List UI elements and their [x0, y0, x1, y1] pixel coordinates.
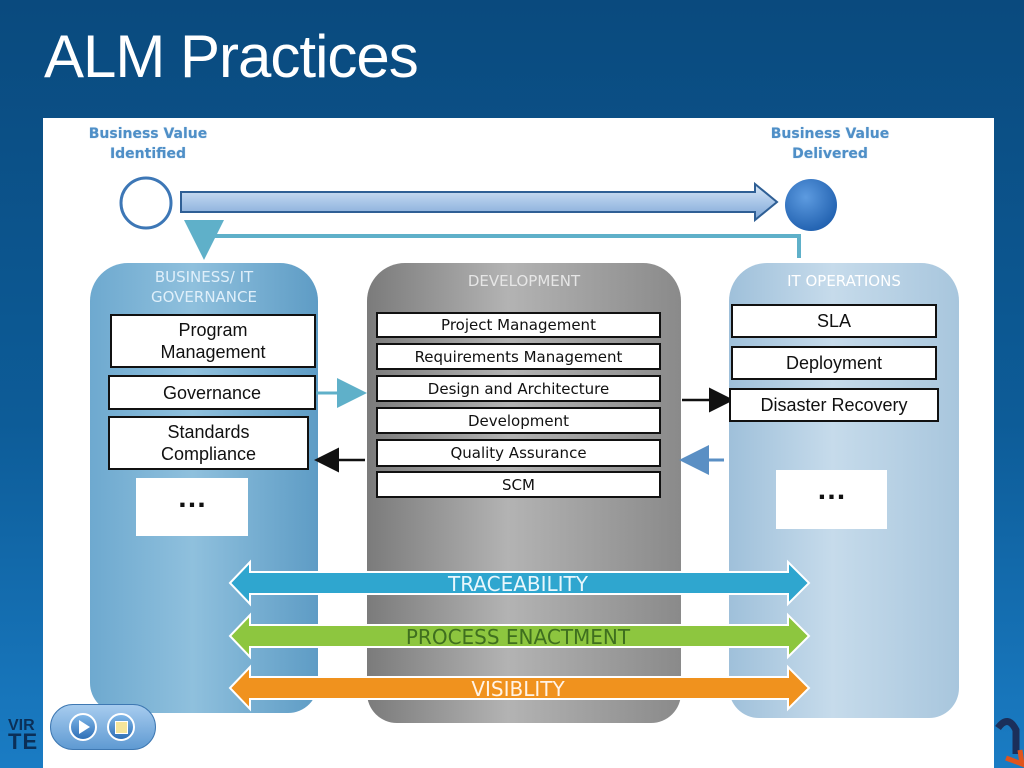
diagram-graphics — [119, 176, 837, 712]
ops-item-sla: SLA — [731, 304, 937, 338]
operations-title: IT OPERATIONS — [787, 272, 901, 290]
band-label-process-enactment: PROCESS ENACTMENT — [405, 625, 631, 649]
dev-item-development: Development — [376, 407, 661, 434]
traceability-band — [228, 559, 811, 607]
governance-title: BUSINESS/ IT GOVERNANCE — [151, 268, 257, 306]
dev-item-scm: SCM — [376, 471, 661, 498]
timeline-arrow — [180, 181, 779, 223]
standards-compliance-box: Standards Compliance — [108, 416, 309, 470]
governance-more-box: … — [136, 478, 248, 536]
process-enactment-band — [228, 612, 811, 660]
milestone-start-label: Business Value Identified — [88, 126, 208, 162]
dev-item-quality-assurance: Quality Assurance — [376, 439, 661, 467]
dev-item-requirements-management: Requirements Management — [376, 343, 661, 370]
end-milestone-circle — [785, 179, 837, 231]
ops-item-deployment: Deployment — [731, 346, 937, 380]
dev-item-design-architecture: Design and Architecture — [376, 375, 661, 402]
feedback-connector — [184, 220, 801, 260]
ops-item-disaster-recovery: Disaster Recovery — [729, 388, 939, 422]
development-title: DEVELOPMENT — [467, 272, 581, 290]
program-management-box: Program Management — [110, 314, 316, 368]
band-label-visibility: VISIBLITY — [471, 677, 565, 701]
operations-more-box: … — [776, 470, 887, 529]
dev-item-project-management: Project Management — [376, 312, 661, 338]
stop-icon[interactable] — [107, 713, 135, 741]
slide-nav-controls — [50, 704, 156, 750]
slide-title: ALM Practices — [44, 23, 419, 90]
band-label-traceability: TRACEABILITY — [447, 572, 588, 596]
company-logo-left: VIR TE — [8, 717, 39, 754]
milestone-end-label: Business Value Delivered — [770, 126, 890, 162]
start-milestone-circle — [119, 176, 173, 230]
play-icon[interactable] — [69, 713, 97, 741]
diagram-panel: Business Value Identified Business Value… — [43, 118, 994, 768]
governance-box: Governance — [108, 375, 316, 410]
company-logo-right — [995, 718, 1024, 768]
visibility-band — [228, 664, 811, 712]
